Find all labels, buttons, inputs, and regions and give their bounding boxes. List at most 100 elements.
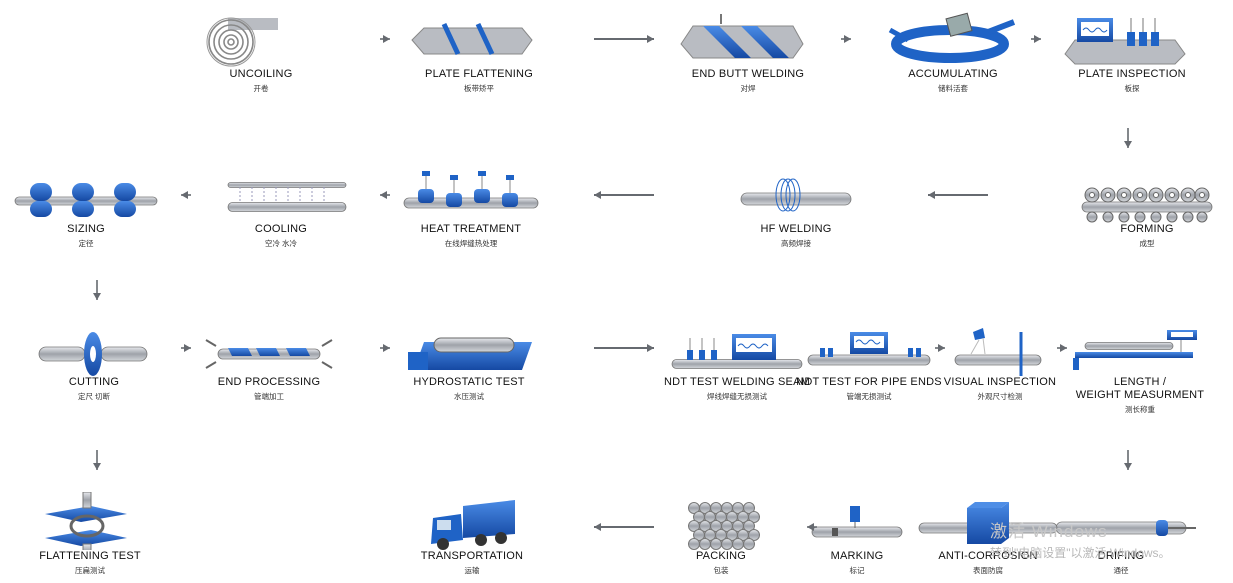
step-label: VISUAL INSPECTION bbox=[943, 376, 1057, 388]
drift-icon bbox=[1055, 520, 1196, 536]
step-sublabel: 开卷 bbox=[253, 84, 269, 93]
step-sizing: SIZING 定径 bbox=[11, 165, 161, 249]
step-sublabel: 表面防腐 bbox=[973, 566, 1003, 575]
heater-icon bbox=[403, 171, 539, 209]
flow-arrow bbox=[807, 523, 817, 531]
hydro-tester-icon bbox=[408, 337, 532, 370]
step-sublabel: 管端加工 bbox=[254, 392, 284, 401]
step-label: END BUTT WELDING bbox=[691, 68, 805, 80]
accumulator-icon bbox=[888, 12, 1016, 63]
step-label: COOLING bbox=[254, 223, 308, 235]
step-label: HYDROSTATIC TEST bbox=[413, 376, 525, 388]
step-anti-corrosion: ANTI-CORROSION 表面防腐 bbox=[913, 492, 1063, 576]
flow-arrow bbox=[181, 344, 191, 352]
step-visual-inspection: VISUAL INSPECTION 外观尺寸检测 bbox=[925, 318, 1075, 402]
step-forming: FORMING 成型 bbox=[1072, 165, 1222, 249]
step-plate-inspection: PLATE INSPECTION 板探 bbox=[1057, 10, 1207, 94]
step-transportation: TRANSPORTATION 运输 bbox=[397, 492, 547, 576]
plate-icon bbox=[411, 22, 533, 56]
forming-rolls-icon bbox=[1081, 187, 1213, 223]
step-heat-treatment: HEAT TREATMENT 在线焊缝热处理 bbox=[396, 165, 546, 249]
step-label: SIZING bbox=[67, 223, 105, 235]
windows-activation-watermark: 激活 Windows 转到"电脑设置"以激活 Windows。 bbox=[990, 517, 1171, 561]
step-label: NDT TEST FOR PIPE ENDS bbox=[796, 376, 942, 388]
step-label: CUTTING bbox=[68, 376, 120, 388]
flow-arrow bbox=[594, 35, 654, 43]
step-end-butt-welding: END BUTT WELDING 对焊 bbox=[673, 10, 823, 94]
step-ndt-pipe-ends: NDT TEST FOR PIPE ENDS 管端无损测试 bbox=[794, 318, 944, 402]
watermark-line-1: 激活 Windows bbox=[990, 522, 1108, 541]
step-label: END PROCESSING bbox=[217, 376, 321, 388]
flow-arrow bbox=[935, 344, 945, 352]
truck-icon bbox=[431, 500, 515, 550]
step-cooling: COOLING 空冷 水冷 bbox=[206, 165, 356, 249]
step-label: HF WELDING bbox=[760, 223, 832, 235]
step-sublabel: 高频焊接 bbox=[781, 239, 811, 248]
bundle-icon bbox=[688, 502, 760, 550]
step-uncoiling: UNCOILING 开卷 bbox=[186, 10, 336, 94]
step-sublabel: 测长称重 bbox=[1125, 405, 1155, 414]
step-label: HEAT TREATMENT bbox=[420, 223, 522, 235]
step-sublabel: 定尺 切断 bbox=[77, 392, 111, 401]
step-cutting: CUTTING 定尺 切断 bbox=[19, 318, 169, 402]
flow-arrow bbox=[1124, 450, 1132, 470]
step-marking: MARKING 标记 bbox=[782, 492, 932, 576]
step-ndt-welding-seam: NDT TEST WELDING SEAM 焊线焊缝无损测试 bbox=[662, 318, 812, 402]
step-sublabel: 储料活套 bbox=[938, 84, 968, 93]
step-sublabel: 焊线焊缝无损测试 bbox=[707, 392, 767, 401]
flow-arrow bbox=[93, 450, 101, 470]
flow-arrow bbox=[380, 35, 390, 43]
flow-arrow bbox=[380, 344, 390, 352]
step-label: DRIFING bbox=[1097, 550, 1145, 562]
flow-arrow bbox=[594, 191, 654, 199]
cooling-pipe-icon bbox=[227, 182, 347, 212]
step-label: TRANSPORTATION bbox=[420, 550, 524, 562]
step-sublabel: 运输 bbox=[464, 566, 480, 575]
flow-arrow bbox=[181, 191, 191, 199]
step-sublabel: 外观尺寸检测 bbox=[977, 392, 1023, 401]
coating-box-icon bbox=[918, 502, 1058, 544]
step-label: NDT TEST WELDING SEAM bbox=[663, 376, 810, 388]
flow-arrow bbox=[380, 191, 390, 199]
flow-arrow bbox=[841, 35, 851, 43]
press-icon bbox=[45, 492, 127, 550]
welded-plates-icon bbox=[680, 14, 804, 59]
step-label: LENGTH / WEIGHT MEASURMENT bbox=[1075, 376, 1205, 401]
inspection-machine-icon bbox=[1064, 18, 1186, 65]
step-sublabel: 板探 bbox=[1124, 84, 1140, 93]
flow-arrow bbox=[1124, 128, 1132, 148]
step-drifing: DRIFING 通径 bbox=[1046, 492, 1196, 576]
step-sublabel: 对焊 bbox=[740, 84, 756, 93]
step-sublabel: 水压测试 bbox=[454, 392, 484, 401]
step-label: MARKING bbox=[830, 550, 884, 562]
step-sublabel: 通径 bbox=[1113, 566, 1129, 575]
step-end-processing: END PROCESSING 管端加工 bbox=[194, 318, 344, 402]
step-sublabel: 标记 bbox=[849, 566, 865, 575]
induction-coil-icon bbox=[740, 178, 852, 212]
step-sublabel: 空冷 水冷 bbox=[264, 239, 298, 248]
step-sublabel: 成型 bbox=[1139, 239, 1155, 248]
end-facing-icon bbox=[205, 339, 333, 369]
step-label: FORMING bbox=[1120, 223, 1174, 235]
saw-blade-icon bbox=[38, 332, 148, 376]
scale-icon bbox=[1073, 330, 1197, 370]
flow-arrow bbox=[594, 523, 654, 531]
step-hf-welding: HF WELDING 高频焊接 bbox=[721, 165, 871, 249]
step-plate-flattening: PLATE FLATTENING 板带矫平 bbox=[404, 10, 554, 94]
step-length-weight: LENGTH / WEIGHT MEASURMENT 测长称重 bbox=[1065, 318, 1215, 415]
flow-arrow bbox=[594, 344, 654, 352]
step-hydrostatic-test: HYDROSTATIC TEST 水压测试 bbox=[394, 318, 544, 402]
sizing-rolls-icon bbox=[14, 183, 158, 217]
lamp-icon bbox=[954, 328, 1042, 376]
flow-arrow bbox=[928, 191, 988, 199]
step-sublabel: 包装 bbox=[713, 566, 729, 575]
step-label: PLATE FLATTENING bbox=[425, 68, 533, 80]
step-sublabel: 板带矫平 bbox=[464, 84, 494, 93]
step-label: PLATE INSPECTION bbox=[1078, 68, 1186, 80]
flow-arrow bbox=[1057, 344, 1067, 352]
coil-icon bbox=[206, 17, 278, 67]
step-label: UNCOILING bbox=[229, 68, 293, 80]
step-sublabel: 定径 bbox=[78, 239, 94, 248]
